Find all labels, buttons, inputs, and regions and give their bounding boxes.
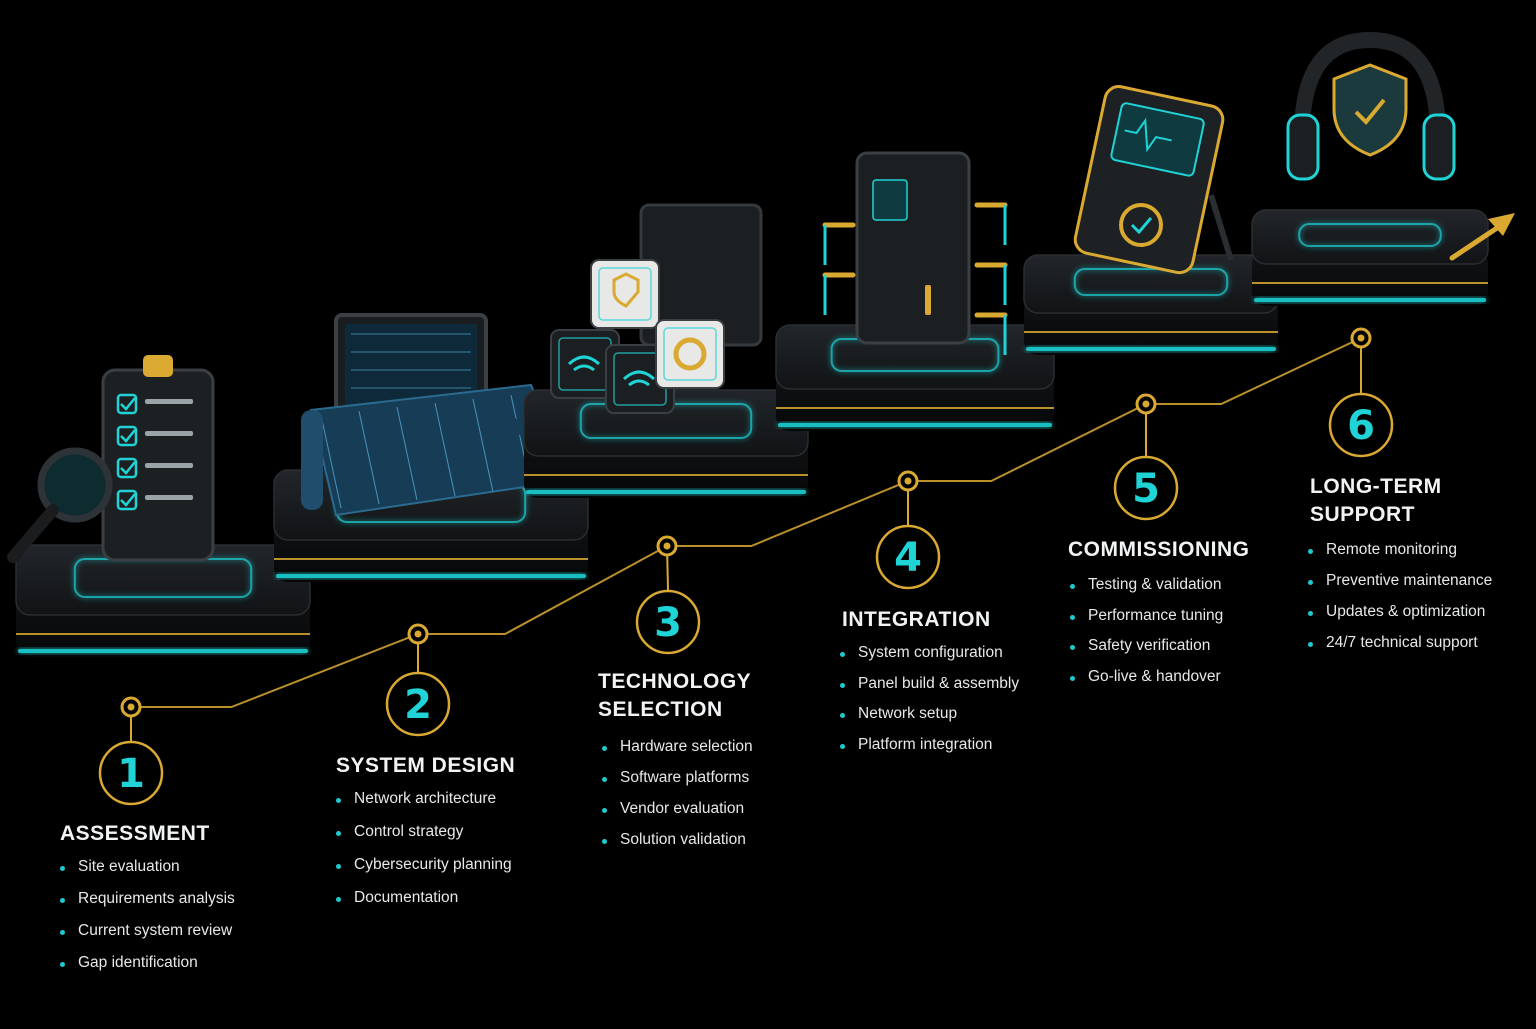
list-item: Software platforms [602,769,753,800]
timeline-node-2 [407,623,429,645]
list-item: Current system review [60,922,235,954]
timeline-connector [131,337,1362,708]
step-number-3: 3 [635,589,701,655]
blueprint-monitor-icon [301,313,573,517]
clipboard-checklist-magnifier-icon [7,355,215,563]
step-number-5: 5 [1113,455,1179,521]
timeline-node-6 [1350,327,1372,349]
list-item: Gap identification [60,954,235,986]
hardware-cubes-icon [550,203,763,414]
list-item: Testing & validation [1070,576,1223,607]
timeline-node-5 [1135,393,1157,415]
step-number-2: 2 [385,671,451,737]
step-number-text: 4 [894,535,922,581]
platform-2 [273,313,589,582]
step-number-text: 1 [117,751,145,797]
list-item: Panel build & assembly [840,675,1019,706]
platform-3 [523,203,809,498]
list-item: Cybersecurity planning [336,856,512,889]
list-item: Hardware selection [602,738,753,769]
platform-5 [1023,85,1279,355]
list-item: Updates & optimization [1308,603,1492,634]
list-item: Network architecture [336,790,512,823]
list-item: Performance tuning [1070,607,1223,638]
list-item: Documentation [336,889,512,922]
headset-shield-icon [1286,31,1456,181]
step-title-6: LONG-TERM SUPPORT [1310,475,1442,526]
platform-6 [1251,31,1489,306]
list-item: System configuration [840,644,1019,675]
step-title-5: COMMISSIONING [1068,538,1250,561]
list-item: Go-live & handover [1070,668,1223,699]
timeline-node-4 [897,470,919,492]
list-item: Control strategy [336,823,512,856]
list-item: Requirements analysis [60,890,235,922]
progress-arrow-icon [1449,213,1515,261]
list-item: Solution validation [602,831,753,862]
list-item: Preventive maintenance [1308,572,1492,603]
platform-4 [775,151,1055,431]
step-number-text: 2 [404,682,432,728]
step-title-1: ASSESSMENT [60,822,210,845]
control-panel-cabinet-icon [822,151,1008,355]
list-item: Safety verification [1070,637,1223,668]
platform-1 [7,355,311,657]
step-title-2: SYSTEM DESIGN [336,754,516,777]
step-number-text: 3 [654,600,682,646]
list-item: Vendor evaluation [602,800,753,831]
list-item: Platform integration [840,736,1019,767]
step-number-text: 5 [1132,466,1160,512]
list-item: Remote monitoring [1308,541,1492,572]
list-item: Site evaluation [60,858,235,890]
step-number-1: 1 [98,740,164,806]
step-number-4: 4 [875,524,941,590]
handheld-tester-icon [1073,85,1234,275]
timeline-node-1 [120,696,142,718]
list-item: Network setup [840,705,1019,736]
timeline-node-3 [656,535,678,557]
list-item: 24/7 technical support [1308,634,1492,665]
step-title-4: INTEGRATION [842,608,991,631]
step-title-3: TECHNOLOGY SELECTION [598,670,752,721]
step-number-6: 6 [1328,392,1394,458]
step-number-text: 6 [1347,403,1375,449]
